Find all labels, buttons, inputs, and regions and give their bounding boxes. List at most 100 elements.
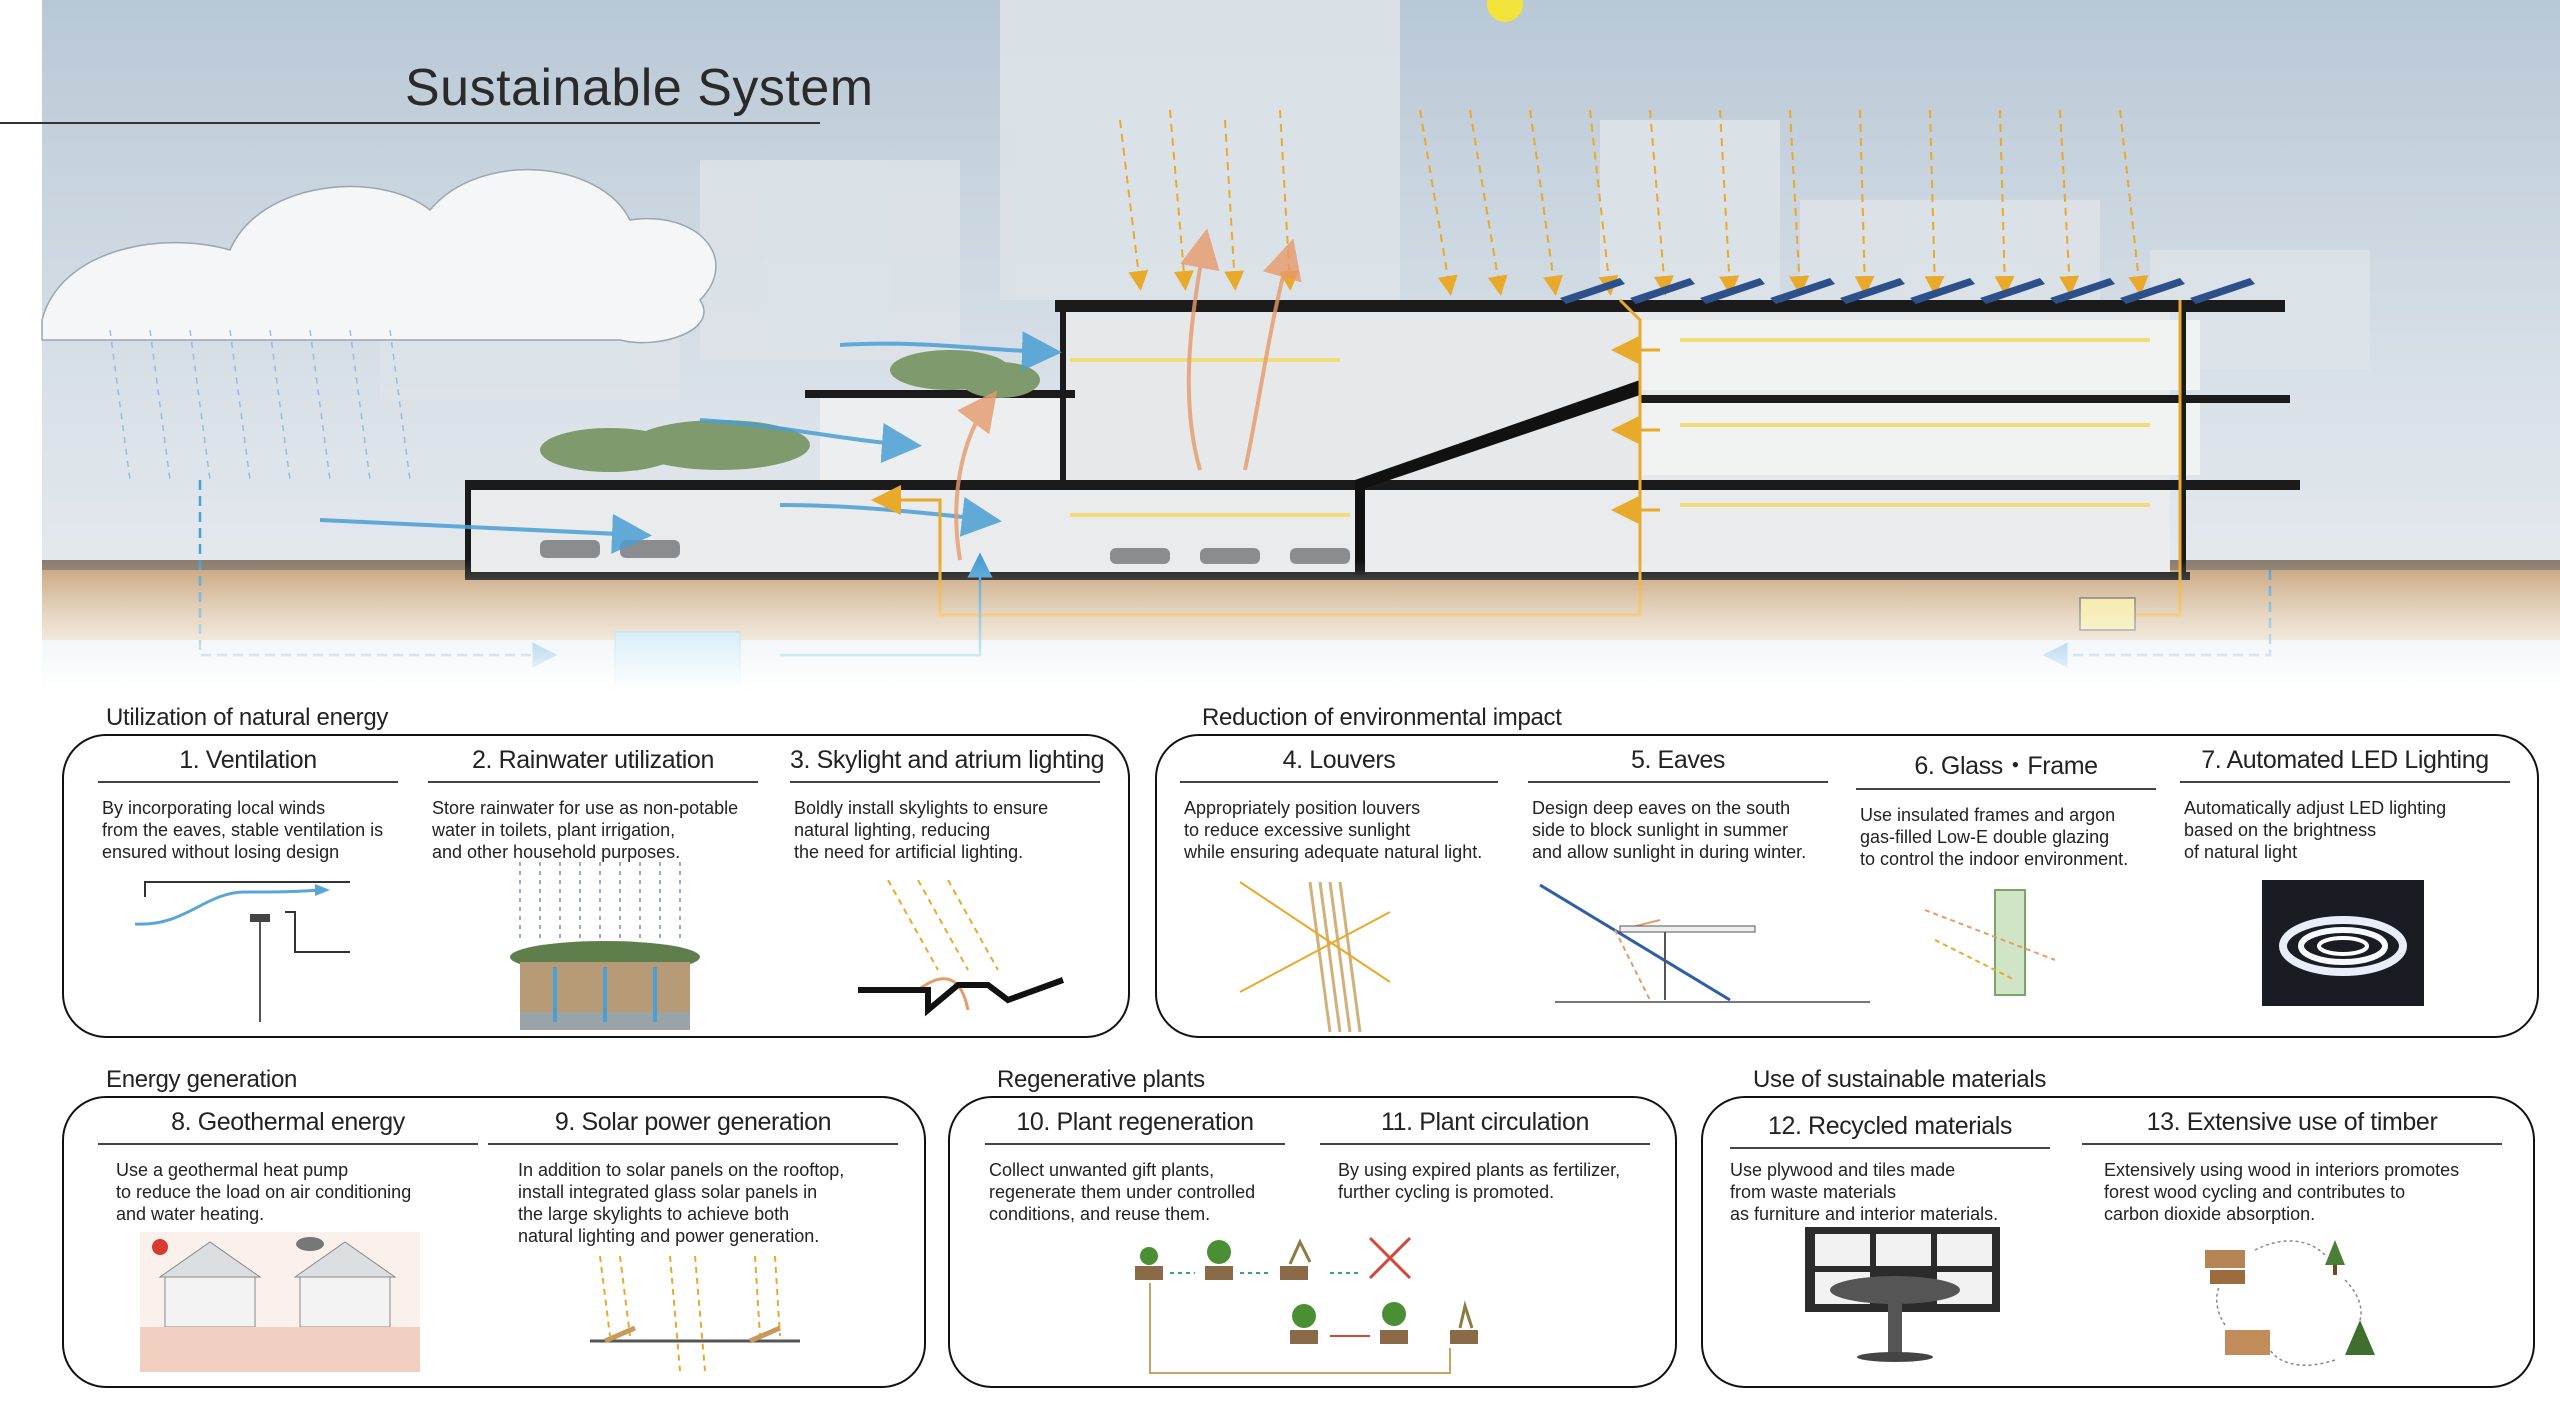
item-title: 3. Skylight and atrium lighting (790, 746, 1105, 783)
desc-line: Use insulated frames and argon (1860, 805, 2116, 825)
desc-line: based on the brightness (2184, 820, 2377, 840)
building-section-diagram (0, 0, 2560, 690)
item-description: Store rainwater for use as non-potable w… (428, 797, 758, 863)
item-description: Automatically adjust LED lighting based … (2180, 797, 2510, 863)
plant-cycle-diagram-icon (1135, 1236, 1478, 1374)
desc-line: further cycling is promoted. (1338, 1182, 1555, 1202)
group-label-environmental-impact: Reduction of environmental impact (1202, 704, 1562, 731)
desc-line: By incorporating local winds (102, 798, 326, 818)
desc-line: forest wood cycling and contributes to (2104, 1182, 2406, 1202)
desc-line: install integrated glass solar panels in (518, 1182, 818, 1202)
group-label-sustainable-materials: Use of sustainable materials (1753, 1066, 2047, 1093)
item-description: Collect unwanted gift plants, regenerate… (985, 1159, 1285, 1225)
desc-line: while ensuring adequate natural light. (1184, 842, 1483, 862)
item-geothermal: 8. Geothermal energy Use a geothermal he… (98, 1108, 478, 1225)
item-description: By using expired plants as fertilizer, f… (1320, 1159, 1650, 1203)
desc-line: Appropriately position louvers (1184, 798, 1421, 818)
desc-line: ensured without losing design (102, 842, 340, 862)
item-description: In addition to solar panels on the rooft… (488, 1159, 898, 1247)
item-title: 2. Rainwater utilization (428, 746, 758, 783)
desc-line: Design deep eaves on the south (1532, 798, 1791, 818)
solar-power-diagram-icon (590, 1256, 800, 1372)
item-louvers: 4. Louvers Appropriately position louver… (1180, 746, 1498, 863)
item-title: 13. Extensive use of timber (2082, 1108, 2502, 1145)
item-description: Appropriately position louvers to reduce… (1180, 797, 1498, 863)
group-label-regenerative-plants: Regenerative plants (997, 1066, 1205, 1093)
item-description: Use a geothermal heat pump to reduce the… (98, 1159, 478, 1225)
desc-line: to control the indoor environment. (1860, 849, 2129, 869)
item-title: 6. Glass・Frame (1856, 746, 2156, 790)
item-description: Use insulated frames and argon gas-fille… (1856, 804, 2156, 870)
item-title: 8. Geothermal energy (98, 1108, 478, 1145)
desc-line: carbon dioxide absorption. (2104, 1204, 2316, 1224)
title-underline (0, 122, 820, 124)
item-title: 12. Recycled materials (1730, 1112, 2050, 1149)
item-description: Boldly install skylights to ensure natur… (790, 797, 1100, 863)
desc-line: Automatically adjust LED lighting (2184, 798, 2447, 818)
skylight-diagram-icon (858, 880, 1065, 1017)
item-title: 5. Eaves (1528, 746, 1828, 783)
geothermal-diagram-icon (140, 1232, 420, 1372)
item-plant-circulation: 11. Plant circulation By using expired p… (1320, 1108, 1650, 1203)
item-glass-frame: 6. Glass・Frame Use insulated frames and … (1856, 746, 2156, 870)
desc-line: gas-filled Low-E double glazing (1860, 827, 2110, 847)
desc-line: to reduce excessive sunlight (1184, 820, 1411, 840)
item-title: 7. Automated LED Lighting (2180, 746, 2510, 783)
item-title: 10. Plant regeneration (985, 1108, 1285, 1145)
item-eaves: 5. Eaves Design deep eaves on the south … (1528, 746, 1828, 863)
page-title: Sustainable System (405, 59, 874, 117)
cloud (41, 168, 717, 344)
desc-line: regenerate them under controlled (989, 1182, 1256, 1202)
desc-line: to reduce the load on air conditioning (116, 1182, 412, 1202)
item-title: 11. Plant circulation (1320, 1108, 1650, 1145)
item-solar-power: 9. Solar power generation In addition to… (488, 1108, 898, 1247)
desc-line: In addition to solar panels on the rooft… (518, 1160, 845, 1180)
item-description: By incorporating local winds from the ea… (98, 797, 398, 863)
desc-line: Collect unwanted gift plants, (989, 1160, 1215, 1180)
desc-line: natural lighting and power generation. (518, 1226, 820, 1246)
desc-line: from the eaves, stable ventilation is (102, 820, 384, 840)
item-rainwater: 2. Rainwater utilization Store rainwater… (428, 746, 758, 863)
sun-icon (1487, 0, 1523, 22)
rain-lines (109, 329, 411, 481)
group-label-energy-generation: Energy generation (106, 1066, 298, 1093)
glass-frame-diagram-icon (1925, 889, 2055, 996)
desc-line: from waste materials (1730, 1182, 1897, 1202)
item-title: 1. Ventilation (98, 746, 398, 783)
desc-line: Use a geothermal heat pump (116, 1160, 349, 1180)
desc-line: water in toilets, plant irrigation, (432, 820, 676, 840)
group-label-natural-energy: Utilization of natural energy (106, 704, 389, 731)
desc-line: and other household purposes. (432, 842, 681, 862)
desc-line: side to block sunlight in summer (1532, 820, 1789, 840)
desc-line: conditions, and reuse them. (989, 1204, 1211, 1224)
green-roof (540, 350, 1040, 472)
ventilation-diagram-icon (135, 881, 350, 1022)
desc-line: as furniture and interior materials. (1730, 1204, 1999, 1224)
timber-cycle-diagram-icon (2205, 1240, 2375, 1366)
item-led-lighting: 7. Automated LED Lighting Automatically … (2180, 746, 2510, 863)
desc-line: Extensively using wood in interiors prom… (2104, 1160, 2460, 1180)
desc-line: natural lighting, reducing (794, 820, 991, 840)
rainwater-diagram-icon (510, 862, 700, 1030)
desc-line: of natural light (2184, 842, 2298, 862)
desc-line: Store rainwater for use as non-potable (432, 798, 739, 818)
item-ventilation: 1. Ventilation By incorporating local wi… (98, 746, 398, 863)
desc-line: Use plywood and tiles made (1730, 1160, 1956, 1180)
louvers-diagram-icon (1239, 881, 1391, 1032)
item-description: Extensively using wood in interiors prom… (2082, 1159, 2502, 1225)
item-title: 4. Louvers (1180, 746, 1498, 783)
eaves-diagram-icon (1539, 883, 1870, 1003)
desc-line: Boldly install skylights to ensure (794, 798, 1049, 818)
item-title: 9. Solar power generation (488, 1108, 898, 1145)
desc-line: and allow sunlight in during winter. (1532, 842, 1807, 862)
heat-arrows (954, 228, 1302, 561)
item-plant-regeneration: 10. Plant regeneration Collect unwanted … (985, 1108, 1285, 1225)
item-recycled-materials: 12. Recycled materials Use plywood and t… (1730, 1112, 2050, 1225)
item-timber: 13. Extensive use of timber Extensively … (2082, 1108, 2502, 1225)
sun-rays (1119, 109, 2149, 296)
item-description: Design deep eaves on the south side to b… (1528, 797, 1828, 863)
item-skylight: 3. Skylight and atrium lighting Boldly i… (790, 746, 1105, 863)
item-description: Use plywood and tiles made from waste ma… (1730, 1159, 2050, 1225)
recycled-furniture-icon (1805, 1227, 2000, 1362)
led-strip-photo-icon (2262, 880, 2424, 1006)
